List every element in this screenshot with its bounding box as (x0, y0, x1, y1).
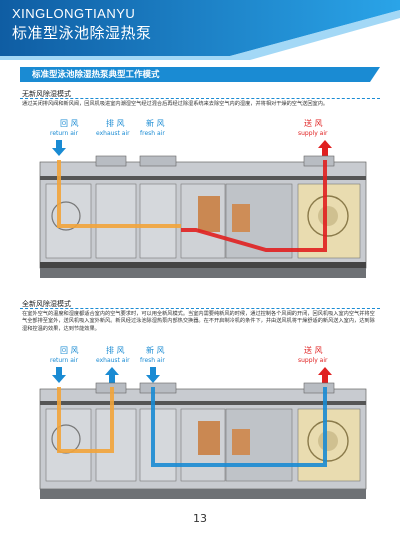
section-bar-shape (20, 67, 380, 82)
mode2-divider (20, 308, 380, 309)
mode1-supply-cn: 送 风 (304, 118, 323, 128)
page-title: 标准型泳池除湿热泵 (12, 24, 152, 42)
mode1-description: 通过关闭排风阀和新风阀，回风机吸进室内潮湿空气经过混合后再经过除湿系统来去除空气… (22, 101, 329, 107)
section-title: 标准型泳池除湿热泵典型工作模式 (32, 70, 160, 80)
brand-name: XINGLONGTIANYU (12, 6, 136, 21)
mode1-return-en: return air (50, 130, 79, 137)
mode1-exhaust-en: exhaust air (96, 130, 130, 137)
mode2-fresh-cn: 新 风 (146, 345, 165, 355)
mode2-supply-en: supply air (298, 357, 328, 364)
mode2-exhaust-cn: 排 风 (106, 345, 125, 355)
mode1-return-cn: 回 风 (60, 119, 79, 128)
mode1-return-arrow (52, 140, 66, 156)
page-number: 13 (193, 512, 207, 525)
mode2-return-en: return air (50, 357, 79, 364)
mode2-return-cn: 回 风 (60, 346, 79, 355)
mode2-exhaust-arrow (105, 367, 119, 383)
mode2-title: 全新风除湿模式 (22, 300, 71, 308)
mode2-description: 在室外空气的温度和湿度都适合室内的空气要求时，可以用全新风模式。当室内需要纯新风… (22, 311, 375, 332)
mode1-supply-arrow (318, 140, 332, 156)
page-header: XINGLONGTIANYU 标准型泳池除湿热泵 (0, 0, 400, 60)
mode2-supply-arrow (318, 367, 332, 383)
mode2-exhaust-path (57, 387, 114, 453)
mode2-fresh-en: fresh air (140, 357, 165, 364)
mode2-exhaust-en: exhaust air (96, 357, 130, 364)
mode2-fresh-path (151, 387, 327, 467)
mode1-supply-path (181, 160, 327, 252)
mode1-fresh-cn: 新 风 (146, 118, 165, 128)
mode1-supply-en: supply air (298, 130, 328, 137)
mode2-return-arrow (52, 367, 66, 383)
mode1-exhaust-cn: 排 风 (106, 118, 125, 128)
mode1-divider (20, 98, 380, 99)
mode1-diagram: 回 风 return air 排 风 exhaust air 新 风 fresh… (39, 118, 367, 278)
section-title-bar: 标准型泳池除湿热泵典型工作模式 (20, 67, 380, 82)
mode2-supply-cn: 送 风 (304, 345, 323, 355)
mode1-title: 无新风除湿模式 (22, 90, 71, 98)
header-background (0, 0, 400, 60)
mode1-fresh-en: fresh air (140, 130, 165, 137)
mode2-fresh-arrow (146, 367, 160, 383)
mode1-return-path (57, 160, 181, 228)
mode2-diagram: 回 风 return air 排 风 exhaust air 新 风 fresh… (39, 345, 367, 499)
